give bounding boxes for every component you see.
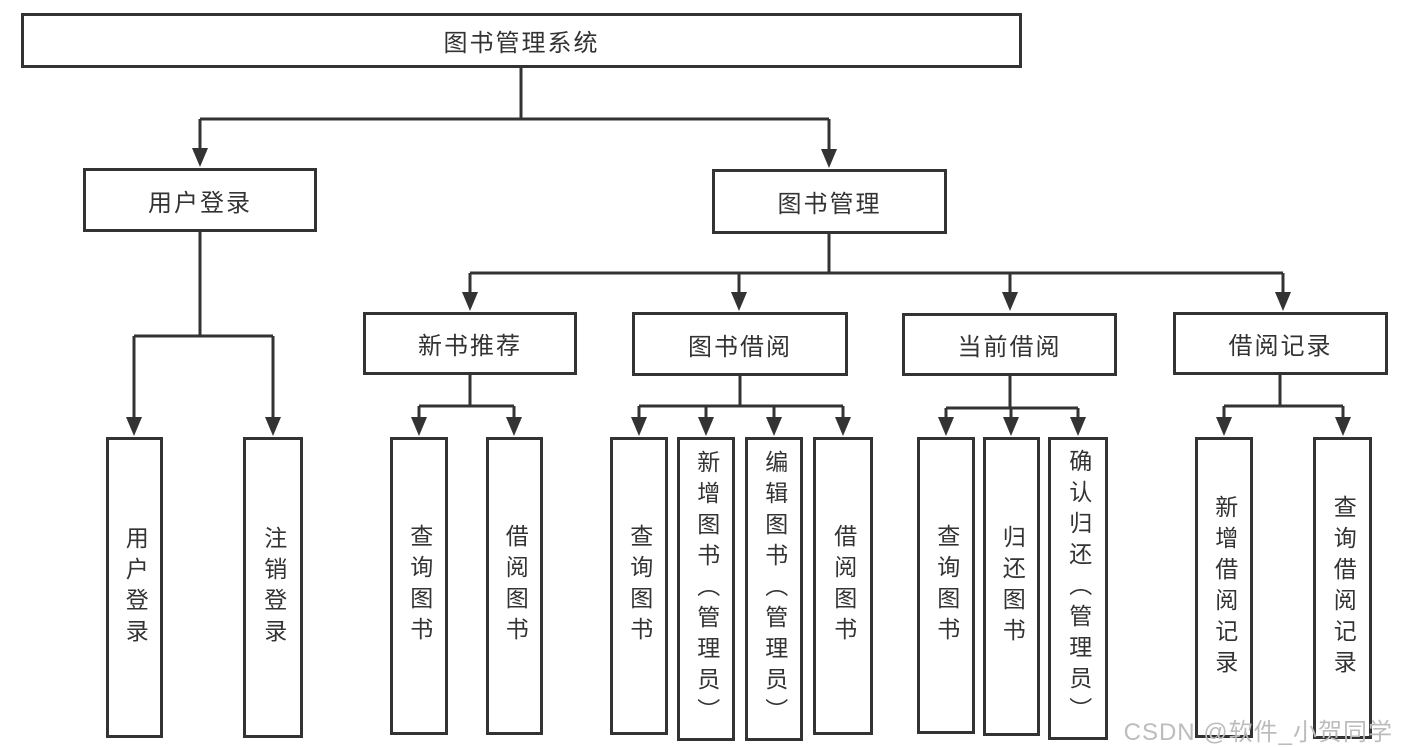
arrowhead — [698, 417, 714, 436]
leaf-add-book-admin: 新增图书（管理员） — [677, 437, 735, 741]
node-label: 借阅记录 — [1228, 333, 1333, 360]
arrowhead — [126, 417, 142, 436]
node-label: 当前借阅 — [957, 334, 1062, 361]
leaf-confirm-return-admin: 确认归还（管理员） — [1048, 437, 1108, 740]
arrowhead — [731, 292, 747, 311]
node-label: 确认归还（管理员） — [1065, 449, 1092, 728]
leaf-logout-login: 注销登录 — [243, 437, 303, 738]
arrowhead — [1275, 292, 1291, 311]
node-label: 注销登录 — [260, 525, 287, 650]
node-label: 查询图书 — [626, 524, 653, 648]
arrowhead — [1003, 417, 1019, 436]
leaf-query-book-recommend: 查询图书 — [390, 437, 448, 735]
arrowhead — [192, 148, 208, 167]
node-label: 借阅图书 — [830, 524, 857, 648]
node-label: 新书推荐 — [418, 333, 522, 360]
leaf-query-book-borrow: 查询图书 — [610, 437, 668, 735]
node-borrow-record: 借阅记录 — [1173, 312, 1388, 375]
node-label: 编辑图书（管理员） — [761, 449, 788, 729]
node-label: 图书管理 — [777, 191, 882, 218]
node-label: 查询图书 — [933, 523, 960, 648]
node-book-management: 图书管理 — [712, 169, 947, 234]
arrowhead — [1070, 417, 1086, 436]
arrowhead — [1002, 292, 1018, 311]
arrowhead — [411, 417, 427, 436]
arrowhead — [462, 292, 478, 311]
node-label: 归还图书 — [999, 524, 1026, 649]
node-current-borrow: 当前借阅 — [902, 313, 1117, 376]
arrowhead — [1335, 417, 1351, 436]
tree-edges — [132, 68, 1345, 422]
arrowhead — [506, 417, 522, 436]
leaf-return-book: 归还图书 — [983, 437, 1040, 736]
node-label: 用户登录 — [148, 189, 252, 217]
node-book-borrow: 图书借阅 — [632, 312, 848, 376]
node-label: 查询图书 — [406, 524, 433, 648]
node-label: 图书管理系统 — [443, 30, 600, 57]
arrowhead — [821, 149, 837, 168]
arrowhead — [938, 417, 954, 436]
node-label: 图书借阅 — [688, 333, 792, 361]
arrowhead — [1216, 417, 1232, 436]
leaf-borrow-book-recommend: 借阅图书 — [486, 437, 543, 735]
node-label: 新增借阅记录 — [1211, 494, 1238, 681]
arrowhead — [766, 417, 782, 436]
node-label: 用户登录 — [122, 525, 149, 650]
node-root-system: 图书管理系统 — [21, 13, 1022, 68]
leaf-add-borrow-record: 新增借阅记录 — [1195, 437, 1253, 738]
node-new-book-recommend: 新书推荐 — [363, 312, 577, 375]
arrowhead — [265, 417, 281, 436]
leaf-query-borrow-record: 查询借阅记录 — [1313, 437, 1372, 739]
node-label: 查询借阅记录 — [1330, 495, 1357, 681]
leaf-edit-book-admin: 编辑图书（管理员） — [745, 437, 803, 741]
arrowhead — [631, 417, 647, 436]
leaf-query-book-current: 查询图书 — [917, 437, 975, 734]
leaf-borrow-book: 借阅图书 — [813, 437, 873, 735]
node-label: 借阅图书 — [502, 524, 529, 648]
arrowhead — [835, 417, 851, 436]
leaf-user-login: 用户登录 — [106, 437, 163, 738]
node-user-login: 用户登录 — [83, 168, 317, 232]
node-label: 新增图书（管理员） — [693, 449, 720, 729]
